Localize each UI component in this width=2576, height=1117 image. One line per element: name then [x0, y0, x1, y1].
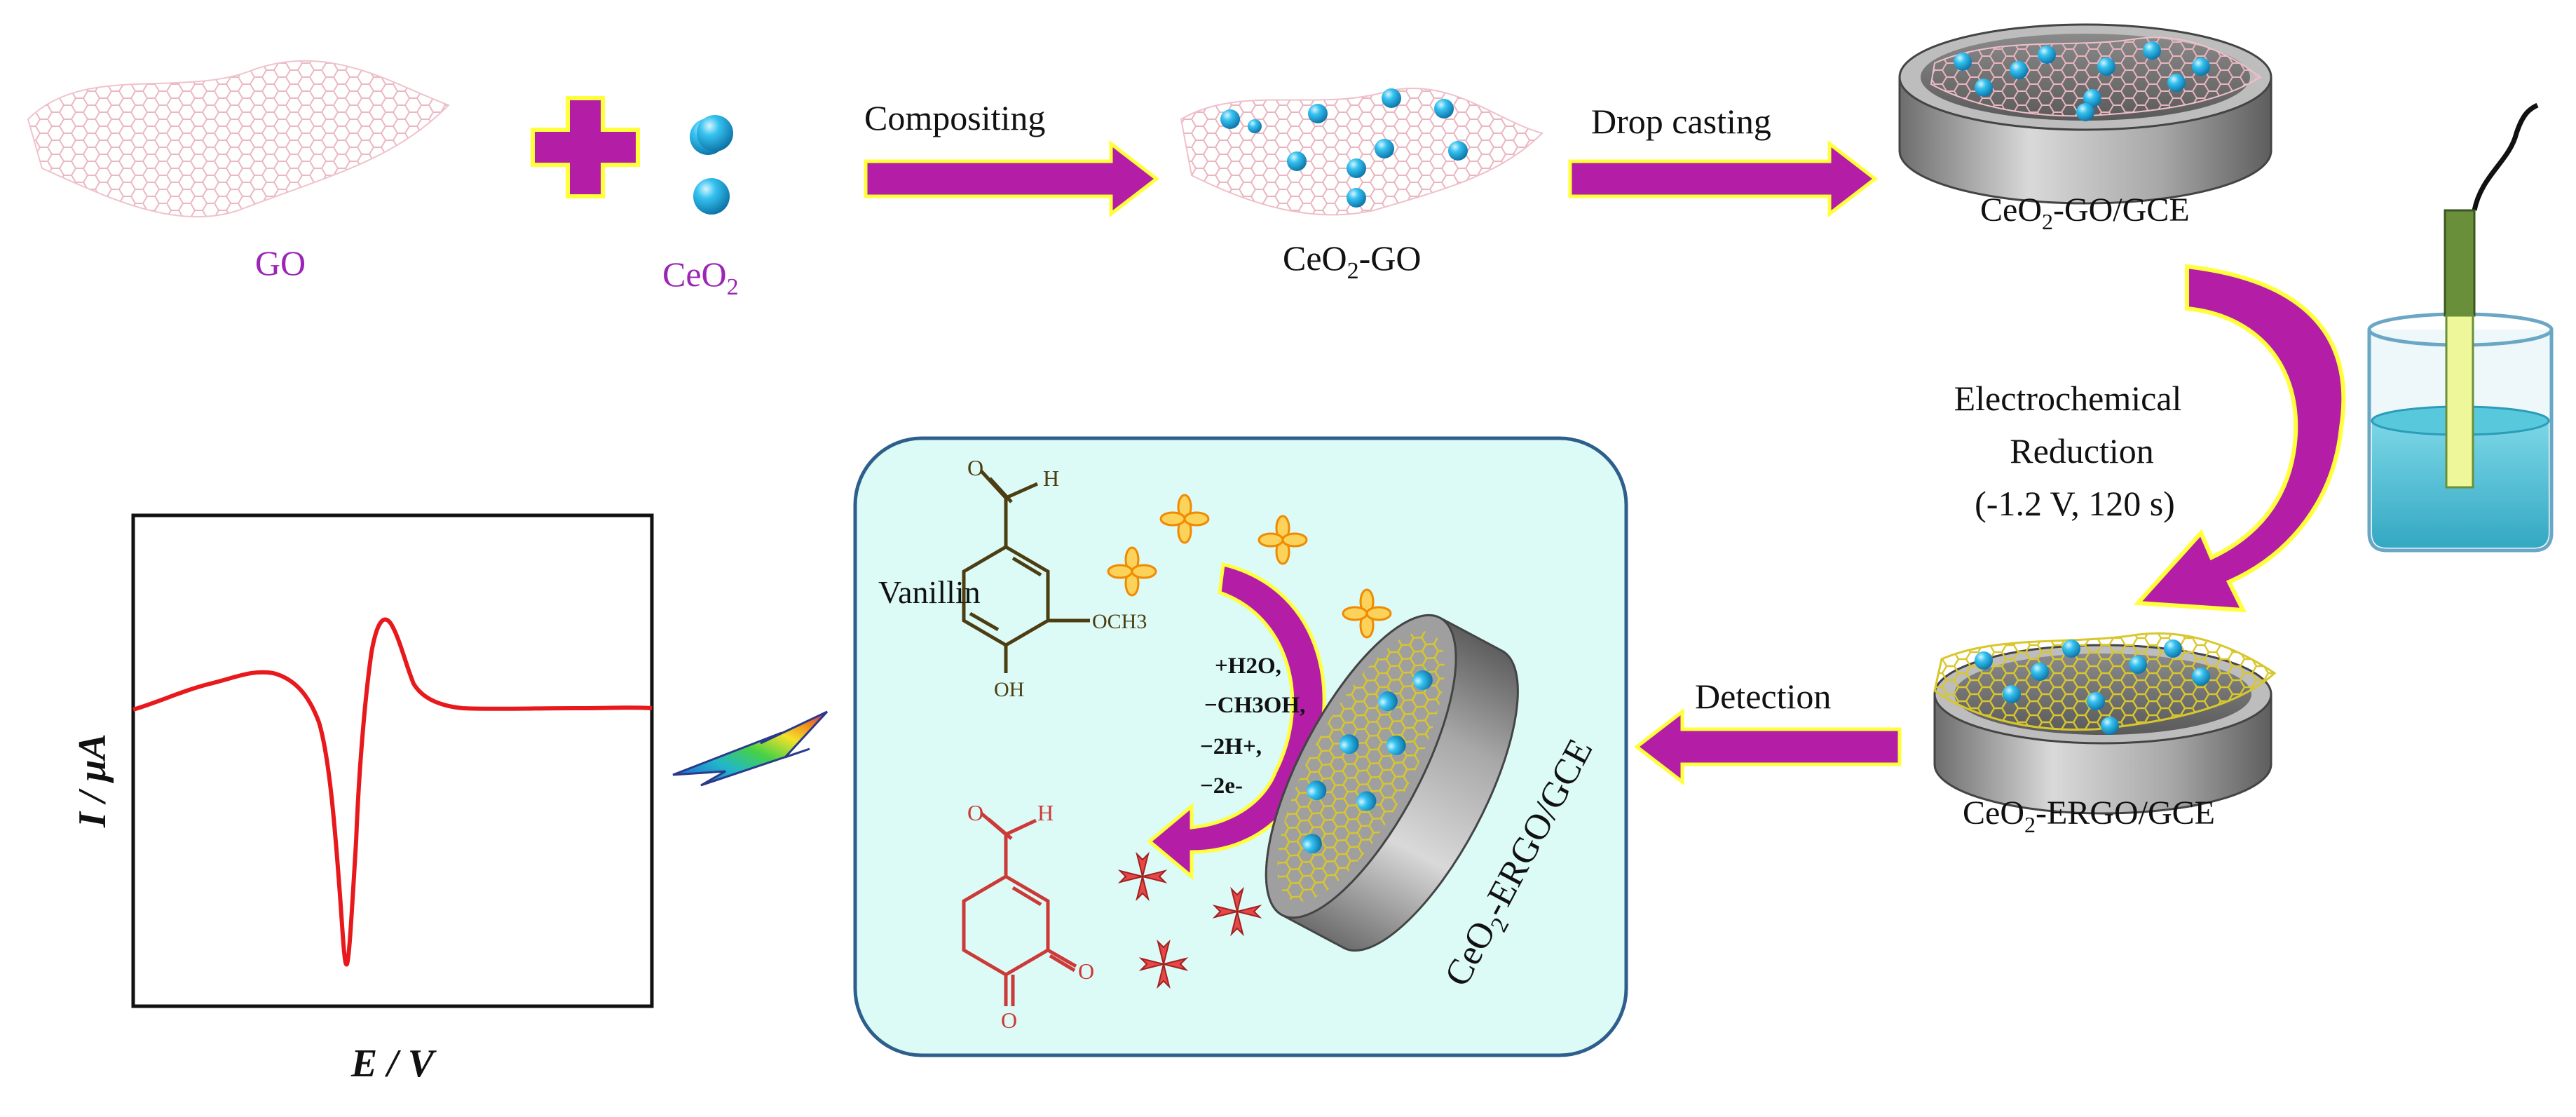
- vanillin-oh: OH: [994, 678, 1024, 701]
- compositing-arrow: [864, 140, 1160, 218]
- reduction-arrow: [2133, 264, 2346, 613]
- reduction-line-2: Reduction: [2010, 431, 2154, 471]
- y-axis-label: I / μA: [71, 733, 114, 828]
- product-structure: [962, 812, 1077, 1006]
- reaction-conditions: +H2O, −CH3OH, −2H+, −2e-: [1200, 654, 1305, 799]
- svg-text:+H2O,: +H2O,: [1215, 654, 1281, 679]
- ceo2-label: CeO2: [662, 255, 739, 300]
- reduction-line-3: (-1.2 V, 120 s): [1975, 484, 2175, 523]
- go-label: GO: [255, 243, 306, 283]
- electrode-icon: [2444, 102, 2539, 489]
- ceo2-ergo-gce-label: CeO2-ERGO/GCE: [1963, 794, 2215, 837]
- compositing-label: Compositing: [864, 98, 1045, 137]
- dpv-plot: [131, 513, 654, 1008]
- product-o2: O: [1078, 959, 1094, 984]
- detection-label: Detection: [1695, 677, 1831, 716]
- vanillin-h: H: [1043, 466, 1059, 491]
- plus-icon: [531, 96, 640, 198]
- svg-text:−2H+,: −2H+,: [1200, 734, 1262, 759]
- vanillin-structure: [962, 470, 1090, 673]
- product-h: H: [1037, 800, 1054, 825]
- lightning-icon: [672, 710, 829, 787]
- drop-casting-arrow: [1568, 140, 1879, 218]
- drop-casting-label: Drop casting: [1591, 102, 1771, 141]
- product-o1: O: [967, 800, 983, 825]
- vanillin-label: Vanillin: [878, 574, 981, 610]
- ceo2-go-label: CeO2-GO: [1283, 238, 1422, 284]
- ceo2-go-gce-electrode: [1898, 23, 2272, 205]
- svg-text:−2e-: −2e-: [1200, 773, 1243, 799]
- x-axis-label: E / V: [350, 1042, 437, 1085]
- reduction-line-1: Electrochemical: [1954, 379, 2182, 418]
- dpv-curve: [132, 617, 653, 967]
- vanillin-o: O: [967, 455, 983, 480]
- go-sheet: [27, 60, 450, 218]
- plot-frame: [131, 513, 654, 1008]
- reaction-arrow: [1147, 562, 1326, 881]
- detection-arrow: [1633, 708, 1902, 786]
- ceo2-go-sheet: [1180, 88, 1543, 216]
- ceo2-go-gce-label: CeO2-GO/GCE: [1980, 191, 2190, 234]
- product-o3: O: [1001, 1008, 1017, 1033]
- vanillin-och3: OCH3: [1092, 610, 1147, 633]
- svg-text:−CH3OH,: −CH3OH,: [1204, 693, 1305, 718]
- panel-electrode: [1265, 614, 1519, 952]
- ceo2-ergo-gce-electrode: [1933, 632, 2277, 815]
